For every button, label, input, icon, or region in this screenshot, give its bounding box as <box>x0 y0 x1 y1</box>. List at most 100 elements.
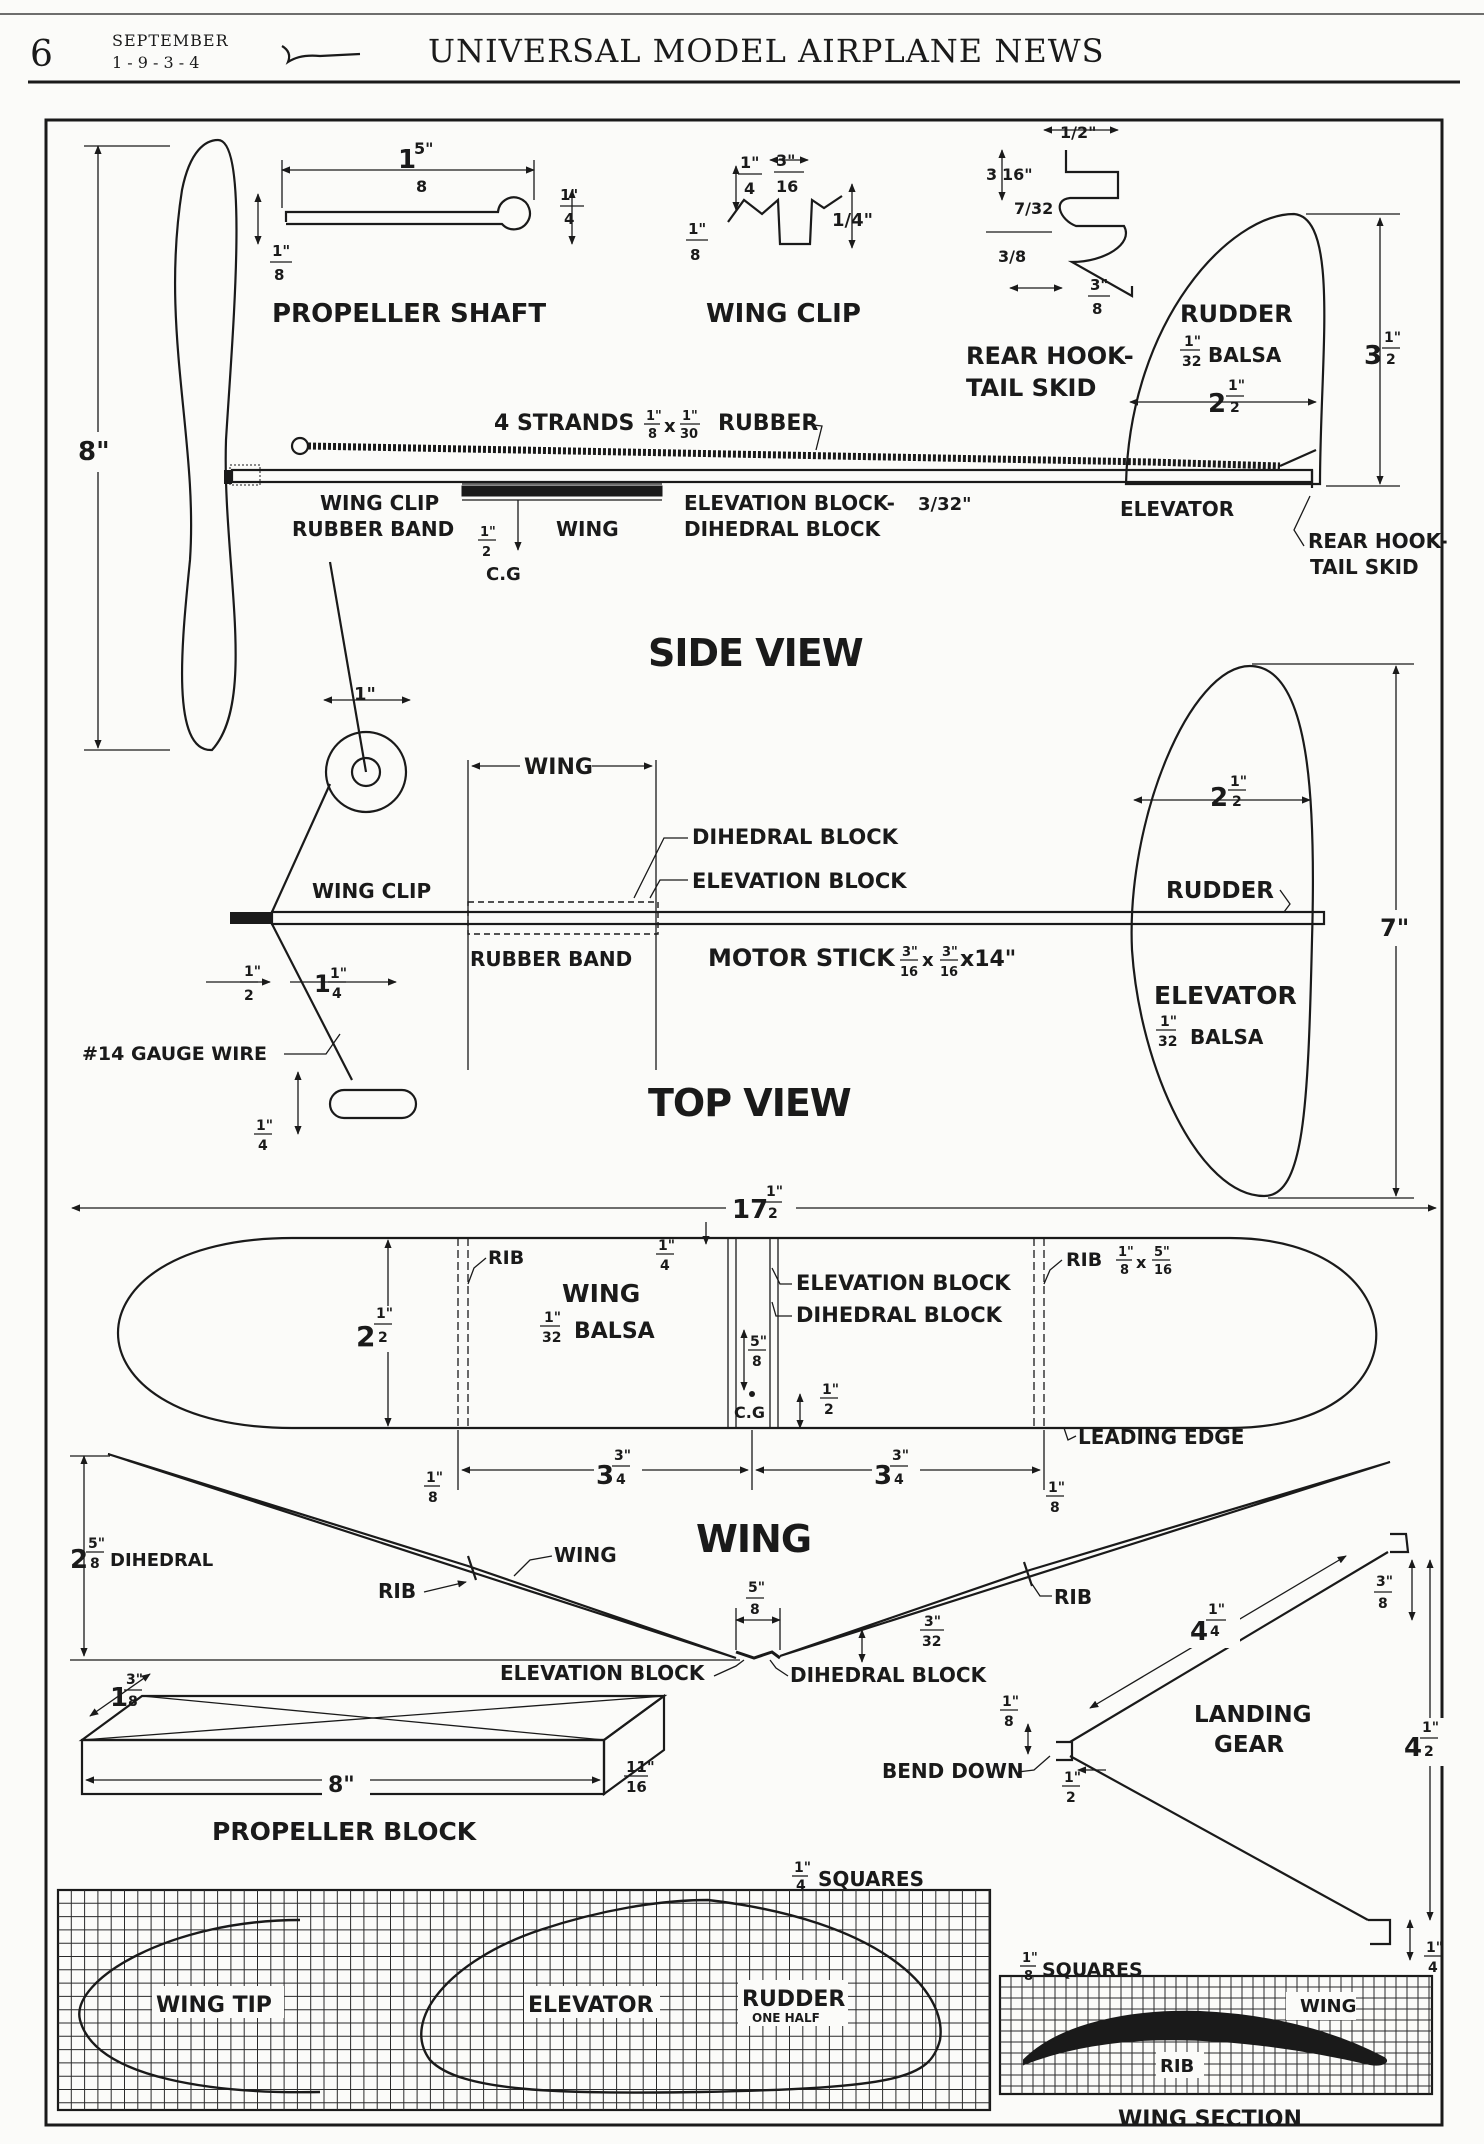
svg-text:8: 8 <box>274 266 284 284</box>
svg-text:16": 16" <box>1002 165 1033 184</box>
svg-text:DIHEDRAL: DIHEDRAL <box>110 1550 213 1571</box>
propeller-shaft-wire <box>284 196 532 231</box>
svg-text:4: 4 <box>1404 1733 1422 1763</box>
svg-text:2: 2 <box>824 1402 834 1418</box>
svg-text:11": 11" <box>626 1758 655 1776</box>
washer <box>324 730 408 814</box>
svg-text:1": 1" <box>1118 1245 1134 1260</box>
svg-text:ELEVATION BLOCK: ELEVATION BLOCK <box>692 869 907 893</box>
svg-text:1": 1" <box>1022 1951 1038 1966</box>
svg-text:BALSA: BALSA <box>1208 343 1282 367</box>
svg-text:RIB: RIB <box>1054 1585 1092 1609</box>
svg-text:2: 2 <box>1230 400 1240 416</box>
svg-text:4: 4 <box>1190 1617 1208 1647</box>
svg-text:3: 3 <box>874 1461 892 1491</box>
svg-text:WING CLIP: WING CLIP <box>312 879 431 903</box>
svg-text:8: 8 <box>1024 1969 1033 1984</box>
svg-text:8: 8 <box>752 1354 762 1370</box>
wing-clip-wire <box>727 195 843 246</box>
svg-text:4: 4 <box>258 1138 268 1154</box>
svg-text:8: 8 <box>1004 1714 1014 1730</box>
svg-text:8: 8 <box>1120 1263 1129 1278</box>
svg-text:RUDDER: RUDDER <box>742 1987 845 2012</box>
svg-text:REAR HOOK-: REAR HOOK- <box>966 342 1134 370</box>
svg-text:8: 8 <box>648 427 657 442</box>
wing-clip-label: WING CLIP <box>706 299 861 329</box>
svg-text:7/32: 7/32 <box>1014 199 1053 218</box>
svg-text:2: 2 <box>1424 1744 1434 1760</box>
svg-text:1": 1" <box>1160 1014 1177 1030</box>
svg-text:1: 1 <box>110 1683 128 1713</box>
svg-text:1": 1" <box>658 1238 675 1254</box>
svg-text:3": 3" <box>924 1614 941 1630</box>
svg-text:8: 8 <box>128 1694 138 1710</box>
svg-text:ELEVATION BLOCK: ELEVATION BLOCK <box>796 1271 1011 1295</box>
svg-text:2: 2 <box>1208 389 1226 419</box>
svg-text:2: 2 <box>356 1320 375 1353</box>
issue-month: SEPTEMBER <box>112 31 229 50</box>
svg-text:4: 4 <box>1210 1624 1220 1640</box>
svg-text:1": 1" <box>646 409 662 424</box>
svg-text:RUBBER BAND: RUBBER BAND <box>292 517 454 541</box>
svg-text:1": 1" <box>1064 1770 1081 1786</box>
svg-text:x: x <box>922 950 934 971</box>
svg-text:BALSA: BALSA <box>574 1319 655 1344</box>
svg-text:1/4": 1/4" <box>832 210 873 231</box>
svg-text:1": 1" <box>1228 378 1245 394</box>
svg-text:8: 8 <box>1050 1500 1060 1516</box>
svg-text:ELEVATOR: ELEVATOR <box>1120 497 1234 521</box>
svg-text:1": 1" <box>244 964 261 980</box>
svg-text:3: 3 <box>1364 341 1382 371</box>
svg-text:5": 5" <box>414 139 433 158</box>
svg-text:32: 32 <box>922 1634 941 1650</box>
svg-text:3": 3" <box>776 151 795 170</box>
wing-right-panel <box>779 1460 1391 1658</box>
svg-text:1": 1" <box>544 1310 561 1326</box>
svg-text:SQUARES: SQUARES <box>1042 1959 1143 1981</box>
svg-text:1": 1" <box>1230 774 1247 790</box>
svg-text:WING: WING <box>554 1543 617 1567</box>
svg-text:WING: WING <box>556 517 619 541</box>
svg-text:2: 2 <box>378 1330 388 1346</box>
svg-text:32: 32 <box>542 1330 561 1346</box>
svg-text:TAIL SKID: TAIL SKID <box>1310 555 1419 579</box>
svg-text:RUDDER: RUDDER <box>1166 878 1274 904</box>
propeller-height: 8" <box>78 437 110 467</box>
svg-text:PROPELLER BLOCK: PROPELLER BLOCK <box>212 1817 478 1846</box>
svg-text:RIB: RIB <box>1160 2056 1194 2077</box>
wing-left-panel <box>107 1452 737 1660</box>
svg-text:WING CLIP: WING CLIP <box>320 491 439 515</box>
svg-text:1": 1" <box>330 966 347 982</box>
svg-text:5": 5" <box>748 1580 765 1596</box>
svg-text:REAR HOOK-: REAR HOOK- <box>1308 529 1448 553</box>
svg-text:5": 5" <box>750 1334 767 1350</box>
svg-text:2: 2 <box>768 1206 778 1222</box>
gauge-wire-label: #14 GAUGE WIRE <box>82 1043 267 1065</box>
svg-text:8: 8 <box>428 1490 438 1506</box>
svg-text:4: 4 <box>332 986 342 1002</box>
svg-text:1": 1" <box>256 1118 273 1134</box>
svg-text:1": 1" <box>682 409 698 424</box>
svg-text:WING SECTION: WING SECTION <box>1118 2107 1302 2132</box>
pattern-grid-section: 1" 4 SQUARES WING TIP ELEVATOR RUDDER ON… <box>56 1860 992 2112</box>
svg-text:2: 2 <box>1386 352 1396 368</box>
svg-text:16: 16 <box>776 177 798 196</box>
side-view-heading: SIDE VIEW <box>648 631 863 675</box>
wing-section: 1" 8 SQUARES WING RIB WING SECTION <box>998 1951 1434 2132</box>
svg-text:LANDING: LANDING <box>1194 1702 1311 1728</box>
svg-text:3": 3" <box>892 1448 909 1464</box>
svg-text:3/8: 3/8 <box>998 247 1026 266</box>
svg-text:RUBBER: RUBBER <box>718 411 818 436</box>
svg-text:8: 8 <box>690 246 700 264</box>
svg-text:3": 3" <box>942 945 958 960</box>
svg-text:8: 8 <box>1378 1596 1388 1612</box>
svg-text:DIHEDRAL BLOCK: DIHEDRAL BLOCK <box>692 825 899 849</box>
svg-text:x14": x14" <box>960 947 1016 972</box>
landing-gear: 4 1" 4 3" 8 4 1" 2 LANDING GEAR BEND DOW… <box>882 1532 1448 1976</box>
svg-text:1": 1" <box>376 1306 393 1322</box>
svg-text:SQUARES: SQUARES <box>818 1867 924 1891</box>
issue-year: 1 - 9 - 3 - 4 <box>112 53 199 72</box>
side-view: 8" 1 5" 8 1" 4 1" 8 PROPELLER SHAFT 1" 4… <box>70 123 1448 752</box>
